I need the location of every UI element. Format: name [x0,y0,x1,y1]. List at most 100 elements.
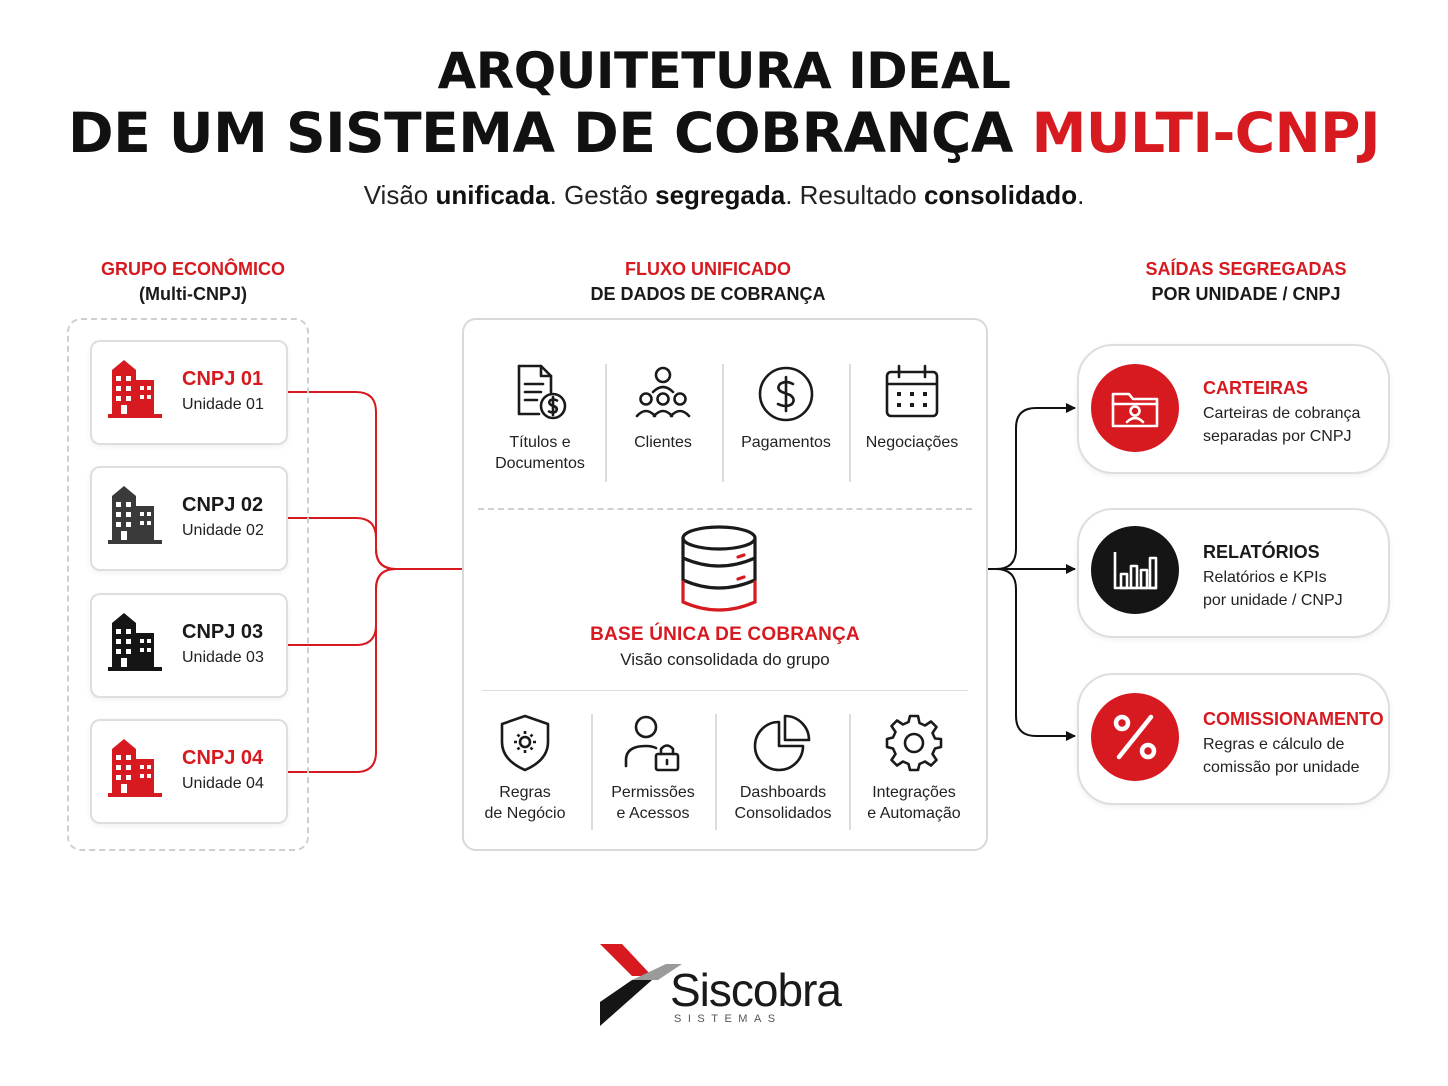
module-label: e Automação [867,805,961,822]
module-label: Documentos [495,455,585,472]
feature-module-integracoes[interactable]: Integrações e Automação [854,712,974,824]
heading-line: FLUXO UNIFICADO [625,259,791,279]
folder-user-icon [1091,364,1179,452]
database-title: BASE ÚNICA DE COBRANÇA [590,624,860,645]
building-icon [108,613,162,671]
description-line: comissão por unidade [1203,759,1360,776]
logo-name: Siscobra [670,964,842,1016]
description-line: Regras e cálculo de [1203,736,1345,753]
heading-line: (Multi-CNPJ) [139,284,247,304]
description-line: Carteiras de cobrança [1203,405,1361,422]
cnpj-card-04[interactable]: CNPJ 04 Unidade 04 [90,719,288,824]
document-dollar-icon [517,364,567,420]
heading-line: DE DADOS DE COBRANÇA [590,284,826,304]
cnpj-unit: Unidade 04 [182,775,264,792]
module-label: Clientes [634,434,692,451]
output-card-comissionamento[interactable]: COMISSIONAMENTO Regras e cálculo de comis… [1077,673,1390,805]
input-module-titulos[interactable]: Títulos e Documentos [478,362,602,474]
cnpj-unit: Unidade 01 [182,396,264,413]
output-title: COMISSIONAMENTO [1203,709,1384,729]
title-accent: MULTI-CNPJ [1031,101,1381,165]
cnpj-name: CNPJ 04 [182,747,264,769]
cnpj-card-01[interactable]: CNPJ 01 Unidade 01 [90,340,288,445]
cnpj-card-03[interactable]: CNPJ 03 Unidade 03 [90,593,288,698]
connector-cnpj04 [288,568,397,773]
divider [482,690,968,691]
building-icon [108,739,162,797]
input-module-pagamentos[interactable]: Pagamentos [727,362,845,453]
subtitle-part: unificada [435,180,550,210]
calendar-icon [885,364,939,418]
connector-out-comissionamento [988,568,1076,741]
heading-line: POR UNIDADE / CNPJ [1151,284,1341,304]
building-icon [108,486,162,544]
divider [715,714,717,830]
cnpj-name: CNPJ 01 [182,368,264,390]
divider [605,364,607,482]
module-label: de Negócio [484,805,566,822]
divider [849,364,851,482]
building-icon [108,360,162,418]
shield-gear-icon [500,714,550,772]
center-column-heading: FLUXO UNIFICADO DE DADOS DE COBRANÇA [548,257,868,307]
people-icon [635,366,691,418]
subtitle-part: . [1077,180,1085,210]
subtitle-part: segregada [655,180,786,210]
module-label: Títulos e [509,434,571,451]
page-title-line1: ARQUITETURA IDEAL [437,42,1011,100]
percent-icon [1091,693,1179,781]
output-title: CARTEIRAS [1203,378,1309,398]
module-label: Dashboards [739,784,827,801]
page-subtitle: Visão unificada. Gestão segregada. Resul… [0,178,1448,212]
subtitle-part: . Gestão [549,180,656,210]
module-label: Consolidados [734,805,832,822]
output-description: Carteiras de cobrança separadas por CNPJ [1203,402,1360,448]
subtitle-part: consolidado [923,180,1078,210]
divider [591,714,593,830]
cnpj-unit: Unidade 03 [182,649,264,666]
cnpj-unit: Unidade 02 [182,522,264,539]
heading-line: GRUPO ECONÔMICO [100,259,285,279]
divider [849,714,851,830]
module-label: Negociações [865,434,959,451]
heading-line: SAÍDAS SEGREGADAS [1145,259,1347,279]
cnpj-card-02[interactable]: CNPJ 02 Unidade 02 [90,466,288,571]
description-line: separadas por CNPJ [1203,428,1352,445]
gear-icon [885,714,943,772]
cnpj-name: CNPJ 02 [182,494,264,516]
output-description: Regras e cálculo de comissão por unidade [1203,733,1360,779]
database-icon [681,525,757,612]
left-column-heading: GRUPO ECONÔMICO (Multi-CNPJ) [73,257,313,307]
connector-cnpj02 [288,517,397,570]
database-subtitle: Visão consolidada do grupo [620,650,830,669]
page-title-line2: DE UM SISTEMA DE COBRANÇA MULTI-CNPJ [0,102,1448,164]
module-label: Permissões [611,784,695,801]
feature-module-dashboards[interactable]: Dashboards Consolidados [721,712,845,824]
feature-module-regras[interactable]: Regras de Negócio [470,712,580,824]
cnpj-name: CNPJ 03 [182,621,264,643]
connector-out-carteiras [988,403,1076,570]
bar-chart-icon [1091,526,1179,614]
right-column-heading: SAÍDAS SEGREGADAS POR UNIDADE / CNPJ [1096,257,1396,307]
pie-chart-icon [753,714,811,772]
output-card-carteiras[interactable]: CARTEIRAS Carteiras de cobrança separadas… [1077,344,1390,474]
title-prefix: DE UM SISTEMA DE COBRANÇA [68,101,1032,165]
module-label: Pagamentos [741,434,831,451]
input-module-negociacoes[interactable]: Negociações [852,362,972,453]
subtitle-part: Visão [363,180,436,210]
module-label: e Acessos [616,805,690,822]
description-line: por unidade / CNPJ [1203,592,1343,609]
siscobra-logo-mark: Siscobra SISTEMAS [600,944,843,1026]
module-label: Regras [499,784,551,801]
subtitle-part: . Resultado [785,180,924,210]
divider [722,364,724,482]
logo-tagline: SISTEMAS [674,1013,782,1025]
user-lock-icon [624,715,680,772]
economic-group-frame [67,318,309,851]
output-description: Relatórios e KPIs por unidade / CNPJ [1203,566,1343,612]
input-module-clientes[interactable]: Clientes [610,362,716,453]
feature-module-permissoes[interactable]: Permissões e Acessos [596,712,710,824]
description-line: Relatórios e KPIs [1203,569,1327,586]
